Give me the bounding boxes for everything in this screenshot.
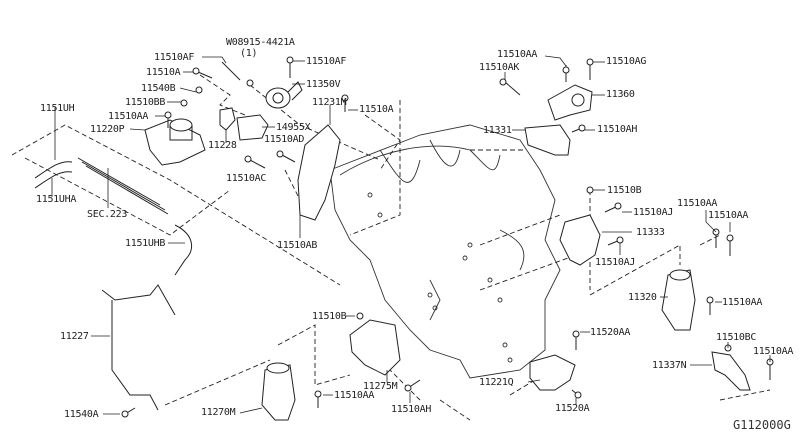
part-bracket-11331	[524, 124, 571, 156]
label-11331[interactable]: 11331	[483, 125, 512, 136]
label-11275M[interactable]: 11275M	[363, 381, 398, 392]
part-sensor-14955X	[236, 114, 269, 141]
label-11510AA-3[interactable]: 11510AA	[497, 49, 538, 60]
label-11510AA-5[interactable]: 11510AA	[708, 210, 749, 221]
label-11520AA[interactable]: 11520AA	[590, 327, 631, 338]
label-11510AK[interactable]: 11510AK	[479, 62, 520, 73]
leader-lines	[51, 55, 771, 415]
label-11360[interactable]: 11360	[606, 89, 635, 100]
label-14955X[interactable]: 14955X	[276, 122, 311, 133]
label-SEC223[interactable]: SEC.223	[87, 209, 128, 220]
figure-code: G112000G	[733, 418, 791, 432]
label-11221Q[interactable]: 11221Q	[479, 377, 514, 388]
label-11333[interactable]: 11333	[636, 227, 665, 238]
label-11510AD[interactable]: 11510AD	[264, 134, 305, 145]
label-11510AA-1[interactable]: 11510AA	[108, 111, 149, 122]
label-11510BB[interactable]: 11510BB	[125, 97, 166, 108]
label-11510AF-left[interactable]: 11510AF	[154, 52, 195, 63]
part-bracket-11228	[219, 107, 236, 131]
label-11231M[interactable]: 11231M	[312, 97, 347, 108]
part-hose-1151UH	[34, 161, 73, 189]
label-08915-qty: (1)	[240, 48, 258, 59]
label-11350V[interactable]: 11350V	[306, 79, 341, 90]
part-insulator-11350V	[265, 81, 303, 109]
label-11510AF-right[interactable]: 11510AF	[306, 56, 347, 67]
label-11510AH-2[interactable]: 11510AH	[597, 124, 638, 135]
label-1151UH[interactable]: 1151UH	[40, 103, 75, 114]
part-mount-11270M	[261, 362, 296, 421]
label-11520A[interactable]: 11520A	[555, 403, 590, 414]
label-11540A[interactable]: 11540A	[64, 409, 99, 420]
label-11510AA-4[interactable]: 11510AA	[677, 198, 718, 209]
part-tube-SEC223	[77, 157, 169, 215]
label-11510A-2[interactable]: 11510A	[359, 104, 394, 115]
part-mount-11320	[661, 269, 696, 331]
part-bracket-11337N	[711, 351, 751, 391]
label-11337N[interactable]: 11337N	[652, 360, 687, 371]
label-11320[interactable]: 11320	[628, 292, 657, 303]
part-mount-11360	[547, 84, 593, 121]
label-11510AA-2[interactable]: 11510AA	[334, 390, 375, 401]
engine-block	[329, 124, 561, 379]
part-bracket-11333	[559, 214, 601, 266]
label-11510AH-1[interactable]: 11510AH	[391, 404, 432, 415]
label-11510B-2[interactable]: 11510B	[607, 185, 642, 196]
label-11510AC[interactable]: 11510AC	[226, 173, 267, 184]
label-11270M[interactable]: 11270M	[201, 407, 236, 418]
label-11510AA-6[interactable]: 11510AA	[722, 297, 763, 308]
label-11220P[interactable]: 11220P	[90, 124, 125, 135]
bolts	[121, 56, 774, 418]
part-bracket-11275M	[349, 319, 401, 376]
label-08915-4421A[interactable]: W08915-4421A	[226, 37, 295, 48]
part-mount-11220P	[144, 118, 206, 166]
label-11510A-1[interactable]: 11510A	[146, 67, 181, 78]
part-bracket-11231M	[297, 124, 341, 221]
label-11228[interactable]: 11228	[208, 140, 237, 151]
label-11540B[interactable]: 11540B	[141, 83, 176, 94]
part-pipe-11227	[101, 284, 176, 411]
label-1151UHB[interactable]: 1151UHB	[125, 238, 166, 249]
label-11510BC[interactable]: 11510BC	[716, 332, 757, 343]
label-1151UHA[interactable]: 1151UHA	[36, 194, 77, 205]
label-11510B-1[interactable]: 11510B	[312, 311, 347, 322]
label-11510AG[interactable]: 11510AG	[606, 56, 647, 67]
label-11510AJ-1[interactable]: 11510AJ	[633, 207, 674, 218]
label-11510AJ-2[interactable]: 11510AJ	[595, 257, 636, 268]
label-11510AB[interactable]: 11510AB	[277, 240, 318, 251]
label-11227[interactable]: 11227	[60, 331, 89, 342]
part-bracket-11221Q	[529, 354, 576, 391]
label-11510AA-7[interactable]: 11510AA	[753, 346, 794, 357]
part-hose-1151UHB	[174, 224, 193, 276]
